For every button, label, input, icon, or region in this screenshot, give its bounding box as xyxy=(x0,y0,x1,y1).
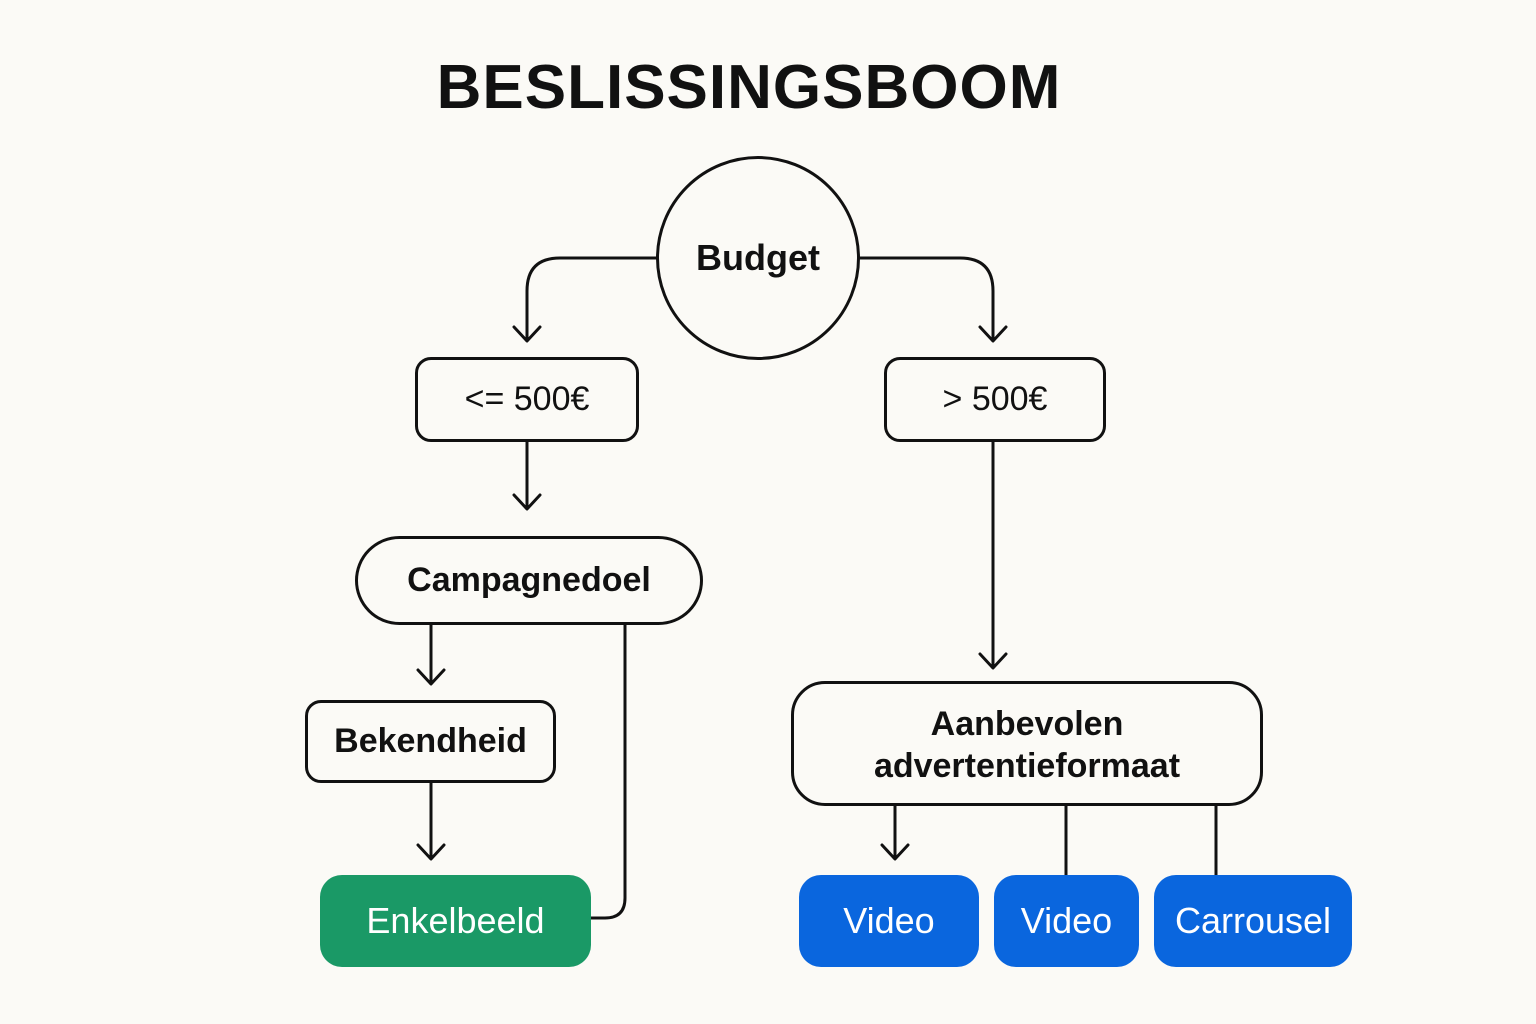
single-image-result: Enkelbeeld xyxy=(320,875,591,967)
connector-budget-to-low xyxy=(525,256,660,342)
arrowhead-high-budget xyxy=(978,325,1008,343)
connector-campaign-goal-to-single-image xyxy=(588,623,627,920)
page-title: BESLISSINGSBOOM xyxy=(436,53,1062,122)
campaign-goal-node: Campagnedoel xyxy=(355,536,703,625)
arrowhead-campaign-goal xyxy=(512,493,542,511)
high-budget-node: > 500€ xyxy=(884,357,1106,442)
arrowhead-video-1 xyxy=(880,843,910,861)
low-budget-node: <= 500€ xyxy=(415,357,639,442)
recommended-format-node: Aanbevolen advertentieformaat xyxy=(791,681,1263,806)
video-result-1: Video xyxy=(799,875,979,967)
arrowhead-recommended-format xyxy=(978,652,1008,670)
arrowhead-low-budget xyxy=(512,325,542,343)
arrowhead-awareness xyxy=(416,668,446,686)
video-result-2: Video xyxy=(994,875,1139,967)
connector-budget-to-high xyxy=(857,256,995,342)
arrowhead-single-image xyxy=(416,843,446,861)
awareness-node: Bekendheid xyxy=(305,700,556,783)
carousel-result: Carrousel xyxy=(1154,875,1352,967)
budget-node: Budget xyxy=(656,156,860,360)
